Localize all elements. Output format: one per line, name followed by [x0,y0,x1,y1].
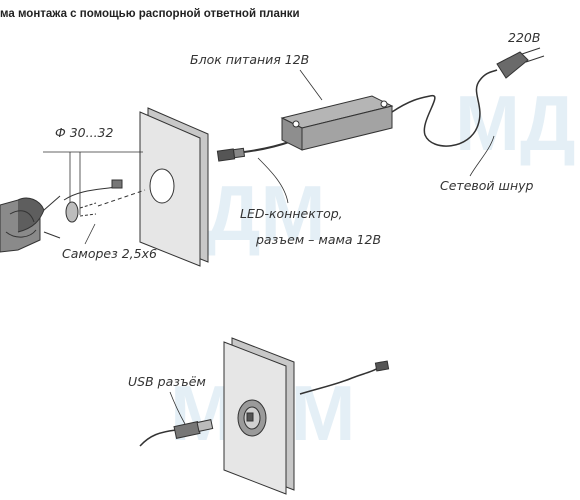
led-luminaire [0,179,146,253]
diameter-dimension [43,151,143,215]
voltage-label: 220В [508,30,540,45]
power-supply-unit [280,95,431,151]
spacer-ring [65,201,79,223]
screw-label: Саморез 2,5х6 [62,246,157,261]
wall-panel-top [139,107,209,267]
watermark-top: МДМ [455,79,580,167]
mains-cord-label: Сетевой шнур [440,178,534,193]
led-connector [216,140,293,162]
small-connector [111,179,123,189]
usb-label: USB разъём [128,374,206,389]
diagram-title: ма монтажа с помощью распорной ответной … [0,8,300,20]
mounting-hole [149,168,175,204]
wall-panel-bottom [223,337,295,495]
power-plug [496,47,545,79]
led-connector-label-1: LED-коннектор, [240,206,343,221]
power-unit-label: Блок питания 12В [190,52,309,67]
usb-cable [139,367,379,447]
mains-cord [423,69,498,147]
led-connector-label-2: разъем – мама 12В [255,232,381,247]
usb-plug [173,419,214,439]
diameter-label: Ф 30...32 [55,125,114,140]
usb-connector-right [374,360,390,372]
